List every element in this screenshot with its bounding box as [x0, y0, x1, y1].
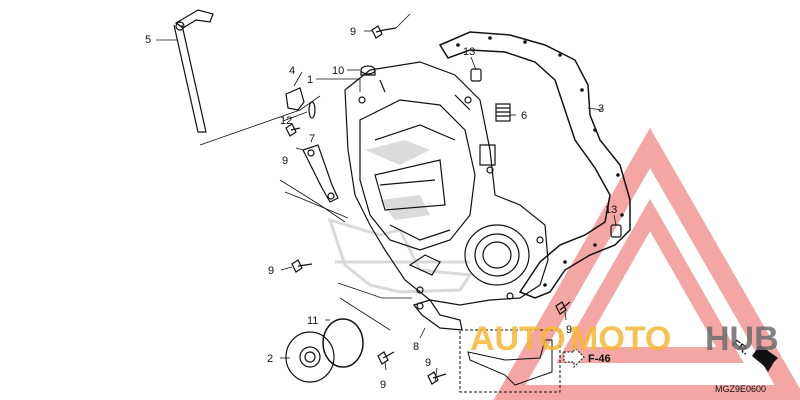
callout-3: 3: [598, 103, 604, 115]
dowel-pin: [470, 68, 622, 238]
watermark-word-moto: MOTO: [570, 320, 671, 358]
callout-1: 1: [307, 74, 313, 86]
callout-4: 4: [289, 65, 295, 77]
gasket: [438, 31, 631, 299]
o-ring: [322, 318, 364, 368]
callout-2: 2: [267, 353, 273, 365]
callout-8: 8: [413, 341, 419, 353]
callout-9-right: 9: [566, 324, 572, 336]
callout-12: 12: [280, 115, 292, 127]
front-direction-arrow: [752, 345, 778, 372]
watermark-text: AUTO MOTO HUB: [470, 320, 779, 358]
reference-arrow: [563, 345, 585, 369]
reference-label: F-46: [588, 353, 611, 365]
callout-13-top: 13: [463, 46, 475, 58]
callout-9-top: 9: [350, 26, 356, 38]
background-logo: [327, 217, 473, 294]
callout-9-bottom: 9: [425, 357, 431, 369]
watermark-word-auto: AUTO: [470, 320, 566, 358]
shift-shaft: [173, 9, 214, 133]
leader-lines: [156, 13, 617, 383]
callout-13-right: 13: [605, 204, 617, 216]
dashed-box-bracket: [459, 329, 561, 393]
callout-6: 6: [521, 110, 527, 122]
bracket-part-8: [412, 299, 463, 331]
callout-9-left: 9: [282, 155, 288, 167]
callout-5: 5: [145, 34, 151, 46]
watermark-word-hub: HUB: [705, 320, 779, 358]
watermark-triangle: [493, 127, 800, 400]
callout-7: 7: [309, 133, 315, 145]
spring-part-6: [495, 103, 511, 122]
diagram-code: MGZ9E0600: [715, 384, 766, 394]
bracket-part-7: [302, 144, 339, 203]
cap-part-10: [360, 65, 376, 76]
cover-shading: [365, 140, 430, 220]
clutch-cover: [344, 61, 549, 306]
callout-9-mid: 9: [268, 265, 274, 277]
cover-cap: [285, 331, 335, 383]
callout-11: 11: [307, 315, 318, 327]
gasket-holes: [456, 36, 624, 287]
callout-9-bottom-left: 9: [380, 379, 386, 391]
callout-10: 10: [332, 65, 344, 77]
bolts: [285, 25, 571, 385]
